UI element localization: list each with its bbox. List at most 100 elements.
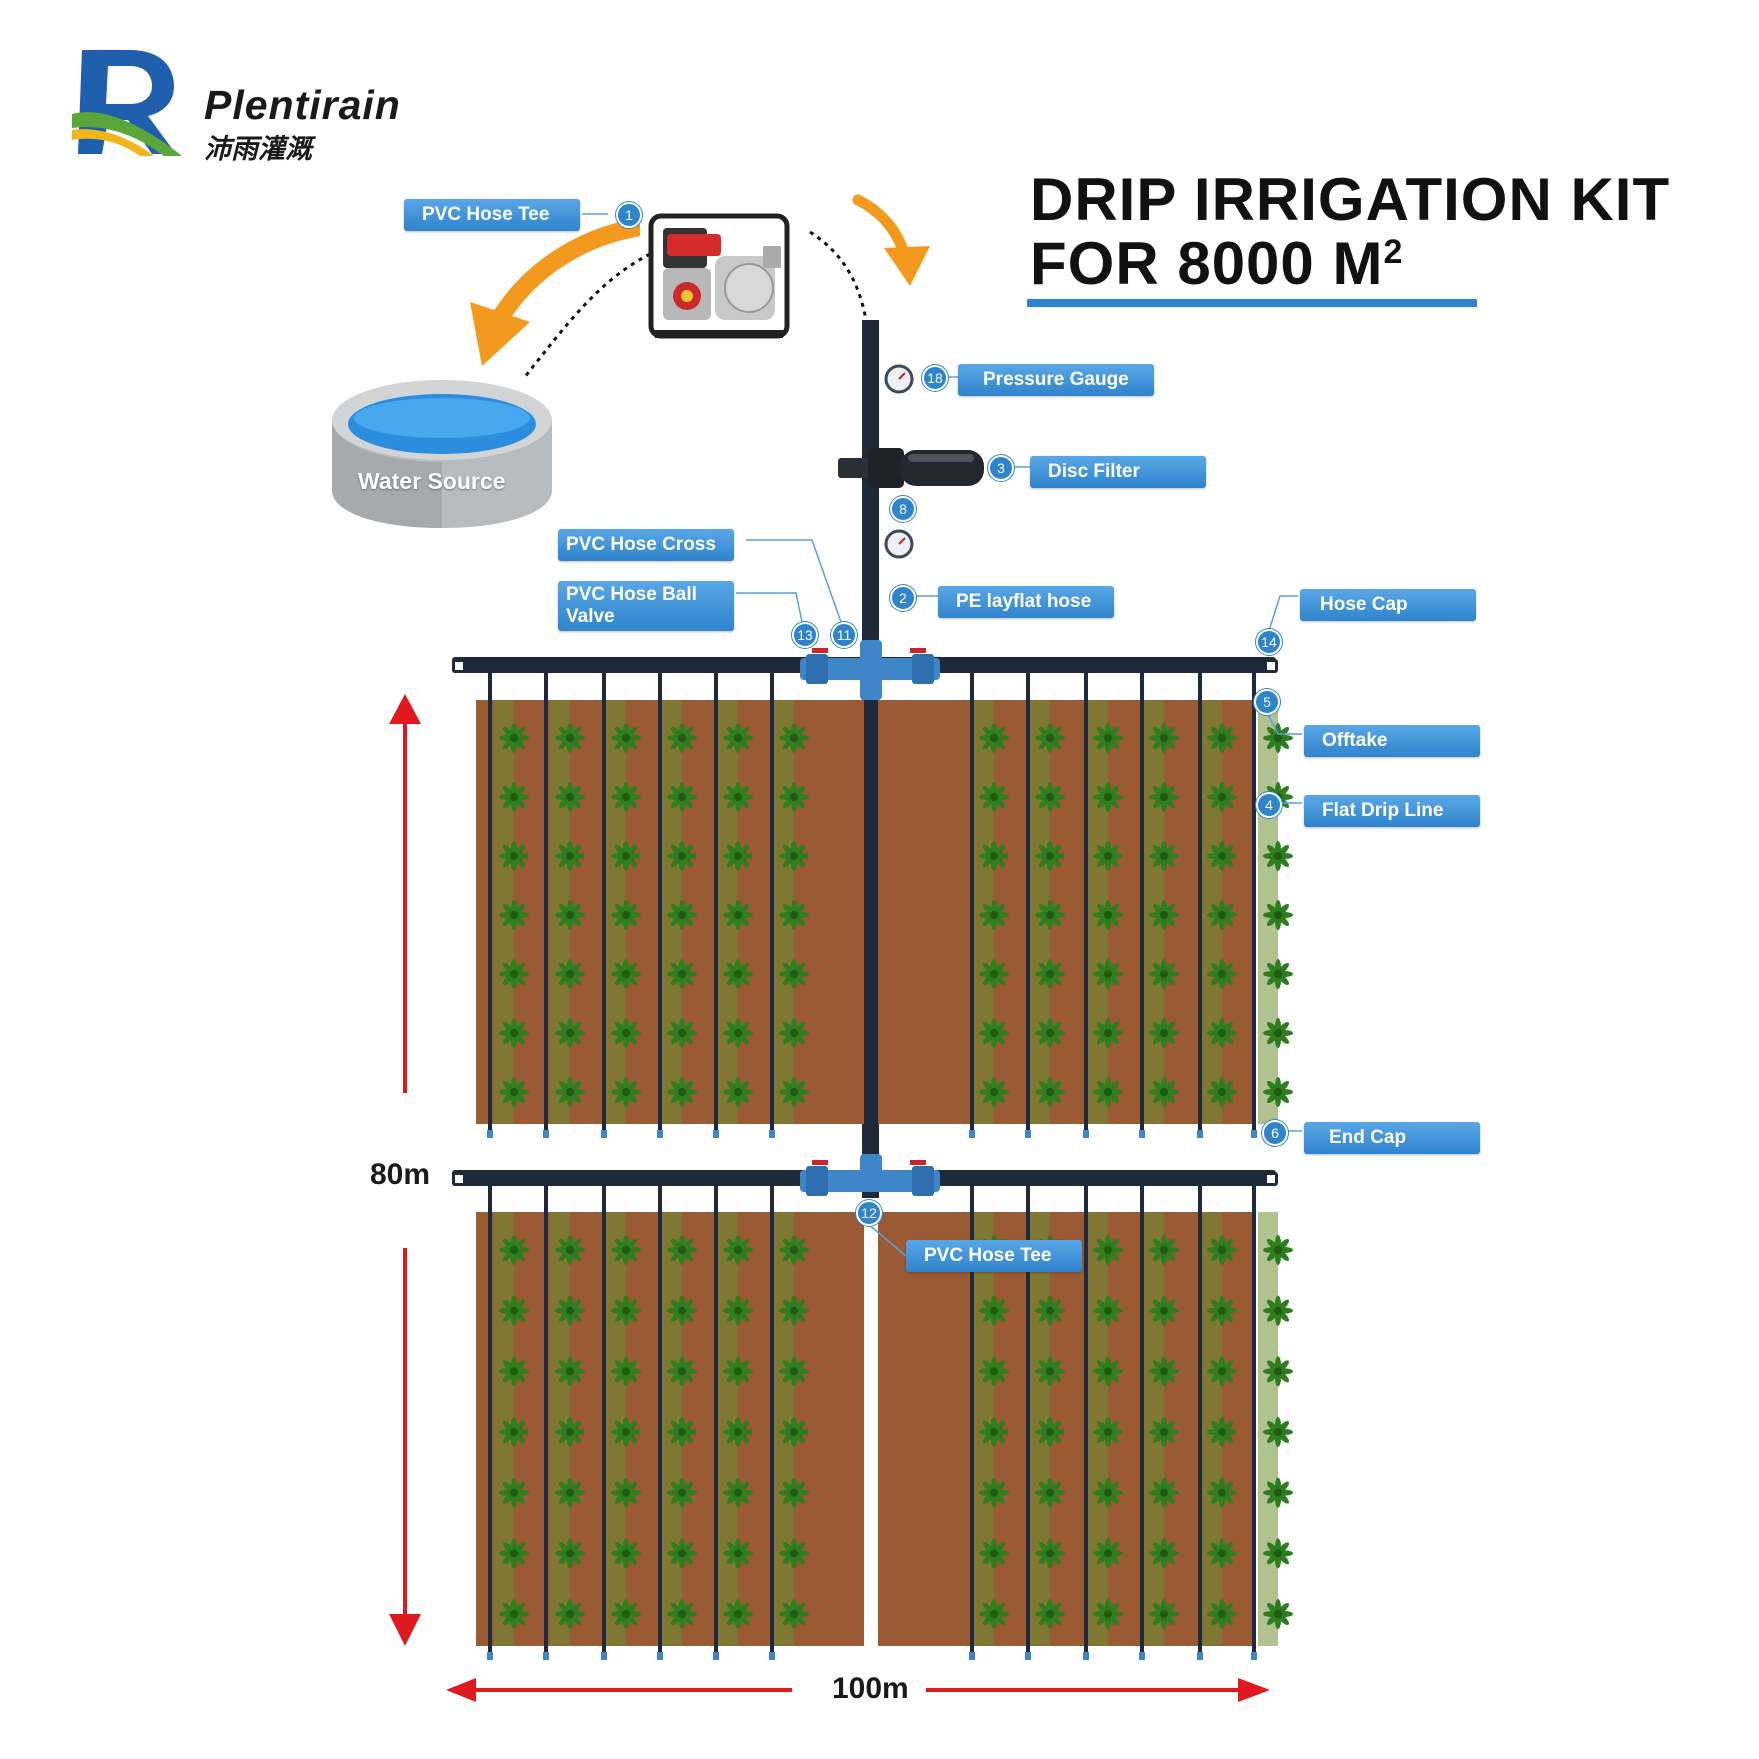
plant <box>723 782 753 812</box>
plant <box>667 723 697 753</box>
plant <box>1263 1295 1293 1326</box>
end-cap <box>487 1130 493 1138</box>
plant <box>1149 1477 1179 1508</box>
end-cap <box>601 1652 607 1660</box>
end-cap <box>601 1130 607 1138</box>
plant <box>555 723 585 753</box>
label-pe-layflat-hose: PE layflat hose <box>938 586 1114 618</box>
plant <box>1263 1477 1293 1508</box>
plant <box>611 1235 641 1265</box>
plant <box>499 1018 529 1048</box>
end-cap <box>713 1652 719 1660</box>
marker-1: 1 <box>616 202 642 228</box>
crop-row-strip <box>1144 1212 1164 1646</box>
plant <box>1035 782 1065 812</box>
plant <box>1093 1295 1123 1326</box>
plant <box>555 959 585 989</box>
plant <box>979 1417 1009 1447</box>
brand-name: Plentirain <box>204 82 401 128</box>
plant <box>723 1077 753 1107</box>
end-cap <box>969 1130 975 1138</box>
crop-row-strip <box>718 700 738 1124</box>
soil-block-right-1 <box>878 1212 1256 1646</box>
plant <box>779 1477 809 1508</box>
plant <box>667 1077 697 1107</box>
plant <box>1263 1356 1293 1387</box>
marker-18: 18 <box>922 365 948 391</box>
plant <box>779 782 809 812</box>
plant <box>555 1417 585 1447</box>
plant <box>499 900 529 930</box>
plant <box>1207 723 1237 753</box>
plant <box>555 900 585 930</box>
plant <box>723 900 753 930</box>
plant <box>1149 900 1179 930</box>
plant <box>1149 782 1179 812</box>
plant <box>499 723 529 753</box>
plant <box>779 1295 809 1326</box>
plant <box>1207 1417 1237 1447</box>
plant <box>1093 1018 1123 1048</box>
end-cap <box>1083 1652 1089 1660</box>
main-pipe-vertical <box>862 320 879 1198</box>
plant <box>611 723 641 753</box>
label-disc-filter: Disc Filter <box>1030 456 1206 488</box>
plant <box>667 1235 697 1265</box>
title-line-2-text: FOR 8000 M <box>1030 230 1384 297</box>
plant <box>1093 1599 1123 1629</box>
marker-5: 5 <box>1254 689 1280 715</box>
plant <box>779 1018 809 1048</box>
plant <box>1093 1477 1123 1508</box>
plant <box>1207 1235 1237 1265</box>
plant <box>1093 1077 1123 1107</box>
crop-row-strip <box>494 1212 514 1646</box>
plant <box>499 1295 529 1326</box>
plant <box>667 782 697 812</box>
plant <box>979 1356 1009 1387</box>
pressure-gauge-icon <box>884 364 914 394</box>
crop-row-strip <box>774 1212 794 1646</box>
plant <box>499 1235 529 1265</box>
plant <box>1149 959 1179 989</box>
plant <box>979 1295 1009 1326</box>
label-offtake: Offtake <box>1304 725 1480 757</box>
plant <box>667 1538 697 1569</box>
plant <box>1035 841 1065 871</box>
plant <box>1035 1018 1065 1048</box>
plant <box>555 1077 585 1107</box>
end-cap <box>1251 1130 1257 1138</box>
crop-row-strip <box>662 1212 682 1646</box>
plant <box>611 900 641 930</box>
title-underline <box>1027 299 1477 307</box>
plant <box>667 1356 697 1387</box>
plant <box>1207 1538 1237 1569</box>
end-cap <box>769 1130 775 1138</box>
plant <box>1093 900 1123 930</box>
plant <box>1263 1018 1293 1048</box>
plant <box>611 1356 641 1387</box>
hose-cap-top-left <box>452 659 466 673</box>
end-cap <box>1025 1652 1031 1660</box>
plant <box>723 1295 753 1326</box>
plant <box>667 900 697 930</box>
plant <box>979 1077 1009 1107</box>
plant <box>667 1018 697 1048</box>
crop-row-strip <box>1202 700 1222 1124</box>
plant <box>499 1599 529 1629</box>
plant <box>611 1417 641 1447</box>
label-end-cap: End Cap <box>1304 1122 1480 1154</box>
plant <box>979 782 1009 812</box>
crop-row-strip <box>550 1212 570 1646</box>
plant <box>723 1235 753 1265</box>
plant <box>723 1018 753 1048</box>
plant <box>1035 959 1065 989</box>
end-cap <box>969 1652 975 1660</box>
plant <box>779 1356 809 1387</box>
plant <box>1207 841 1237 871</box>
plant <box>1149 1538 1179 1569</box>
plant <box>499 1538 529 1569</box>
plant <box>667 841 697 871</box>
plant <box>779 959 809 989</box>
plant <box>499 1417 529 1447</box>
